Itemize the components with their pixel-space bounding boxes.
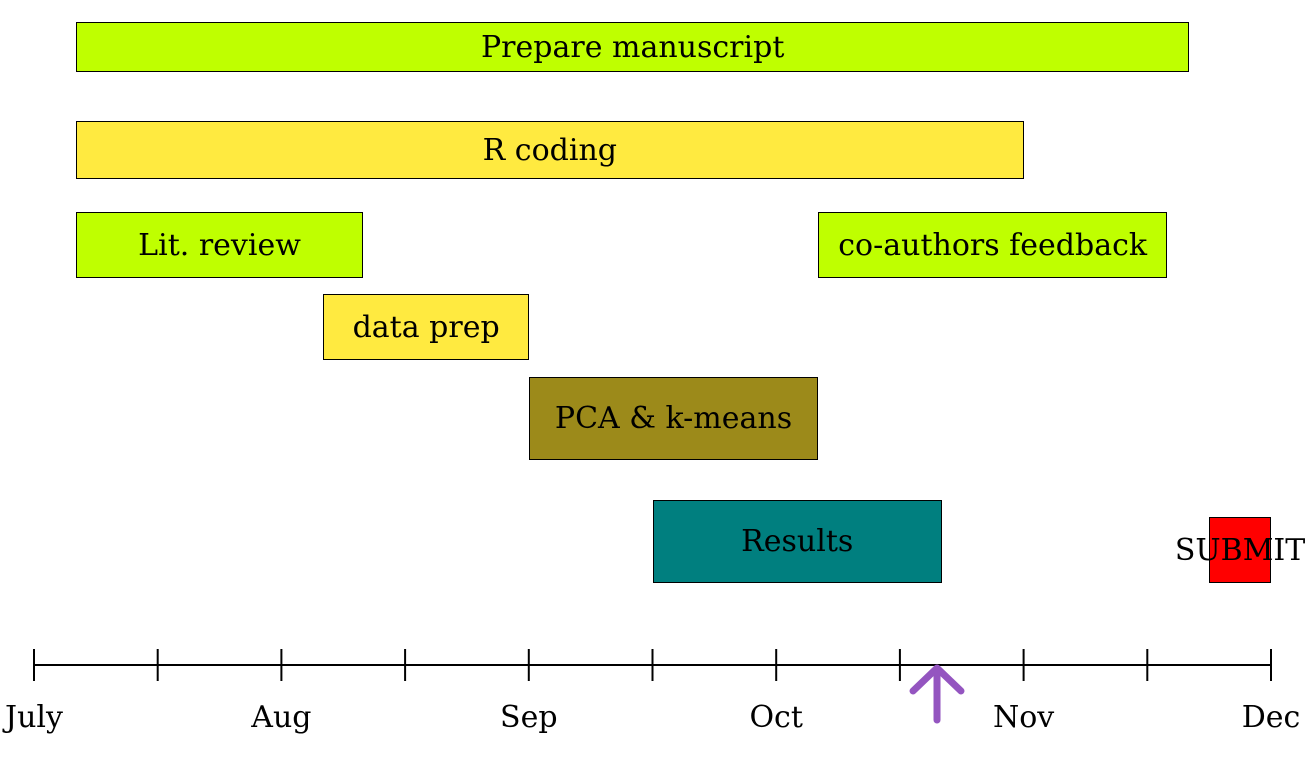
task-r-coding: R coding [76, 121, 1024, 179]
task-label: data prep [352, 309, 500, 345]
task-label: R coding [482, 132, 617, 168]
month-label-sep: Sep [500, 700, 558, 735]
task-results: Results [652, 500, 942, 583]
month-label-aug: Aug [251, 700, 312, 735]
task-label: PCA & k-means [554, 401, 793, 436]
month-label-july: July [5, 700, 63, 735]
task-label: Lit. review [138, 227, 301, 263]
month-label-oct: Oct [749, 700, 803, 735]
task-lit-review: Lit. review [76, 212, 364, 278]
task-co-authors-feedback: co-authors feedback [818, 212, 1168, 278]
task-pca-kmeans: PCA & k-means [528, 377, 819, 460]
task-data-prep: data prep [323, 294, 529, 360]
task-label: Results [741, 524, 854, 559]
task-prepare-manuscript: Prepare manuscript [76, 22, 1190, 72]
task-label: Prepare manuscript [481, 29, 785, 65]
task-submit: SUBMIT [1175, 517, 1305, 583]
month-label-nov: Nov [992, 700, 1055, 735]
task-label: co-authors feedback [838, 227, 1148, 263]
arrow-up-icon [909, 664, 965, 724]
task-label: SUBMIT [1174, 532, 1306, 568]
month-label-dec: Dec [1241, 700, 1301, 735]
